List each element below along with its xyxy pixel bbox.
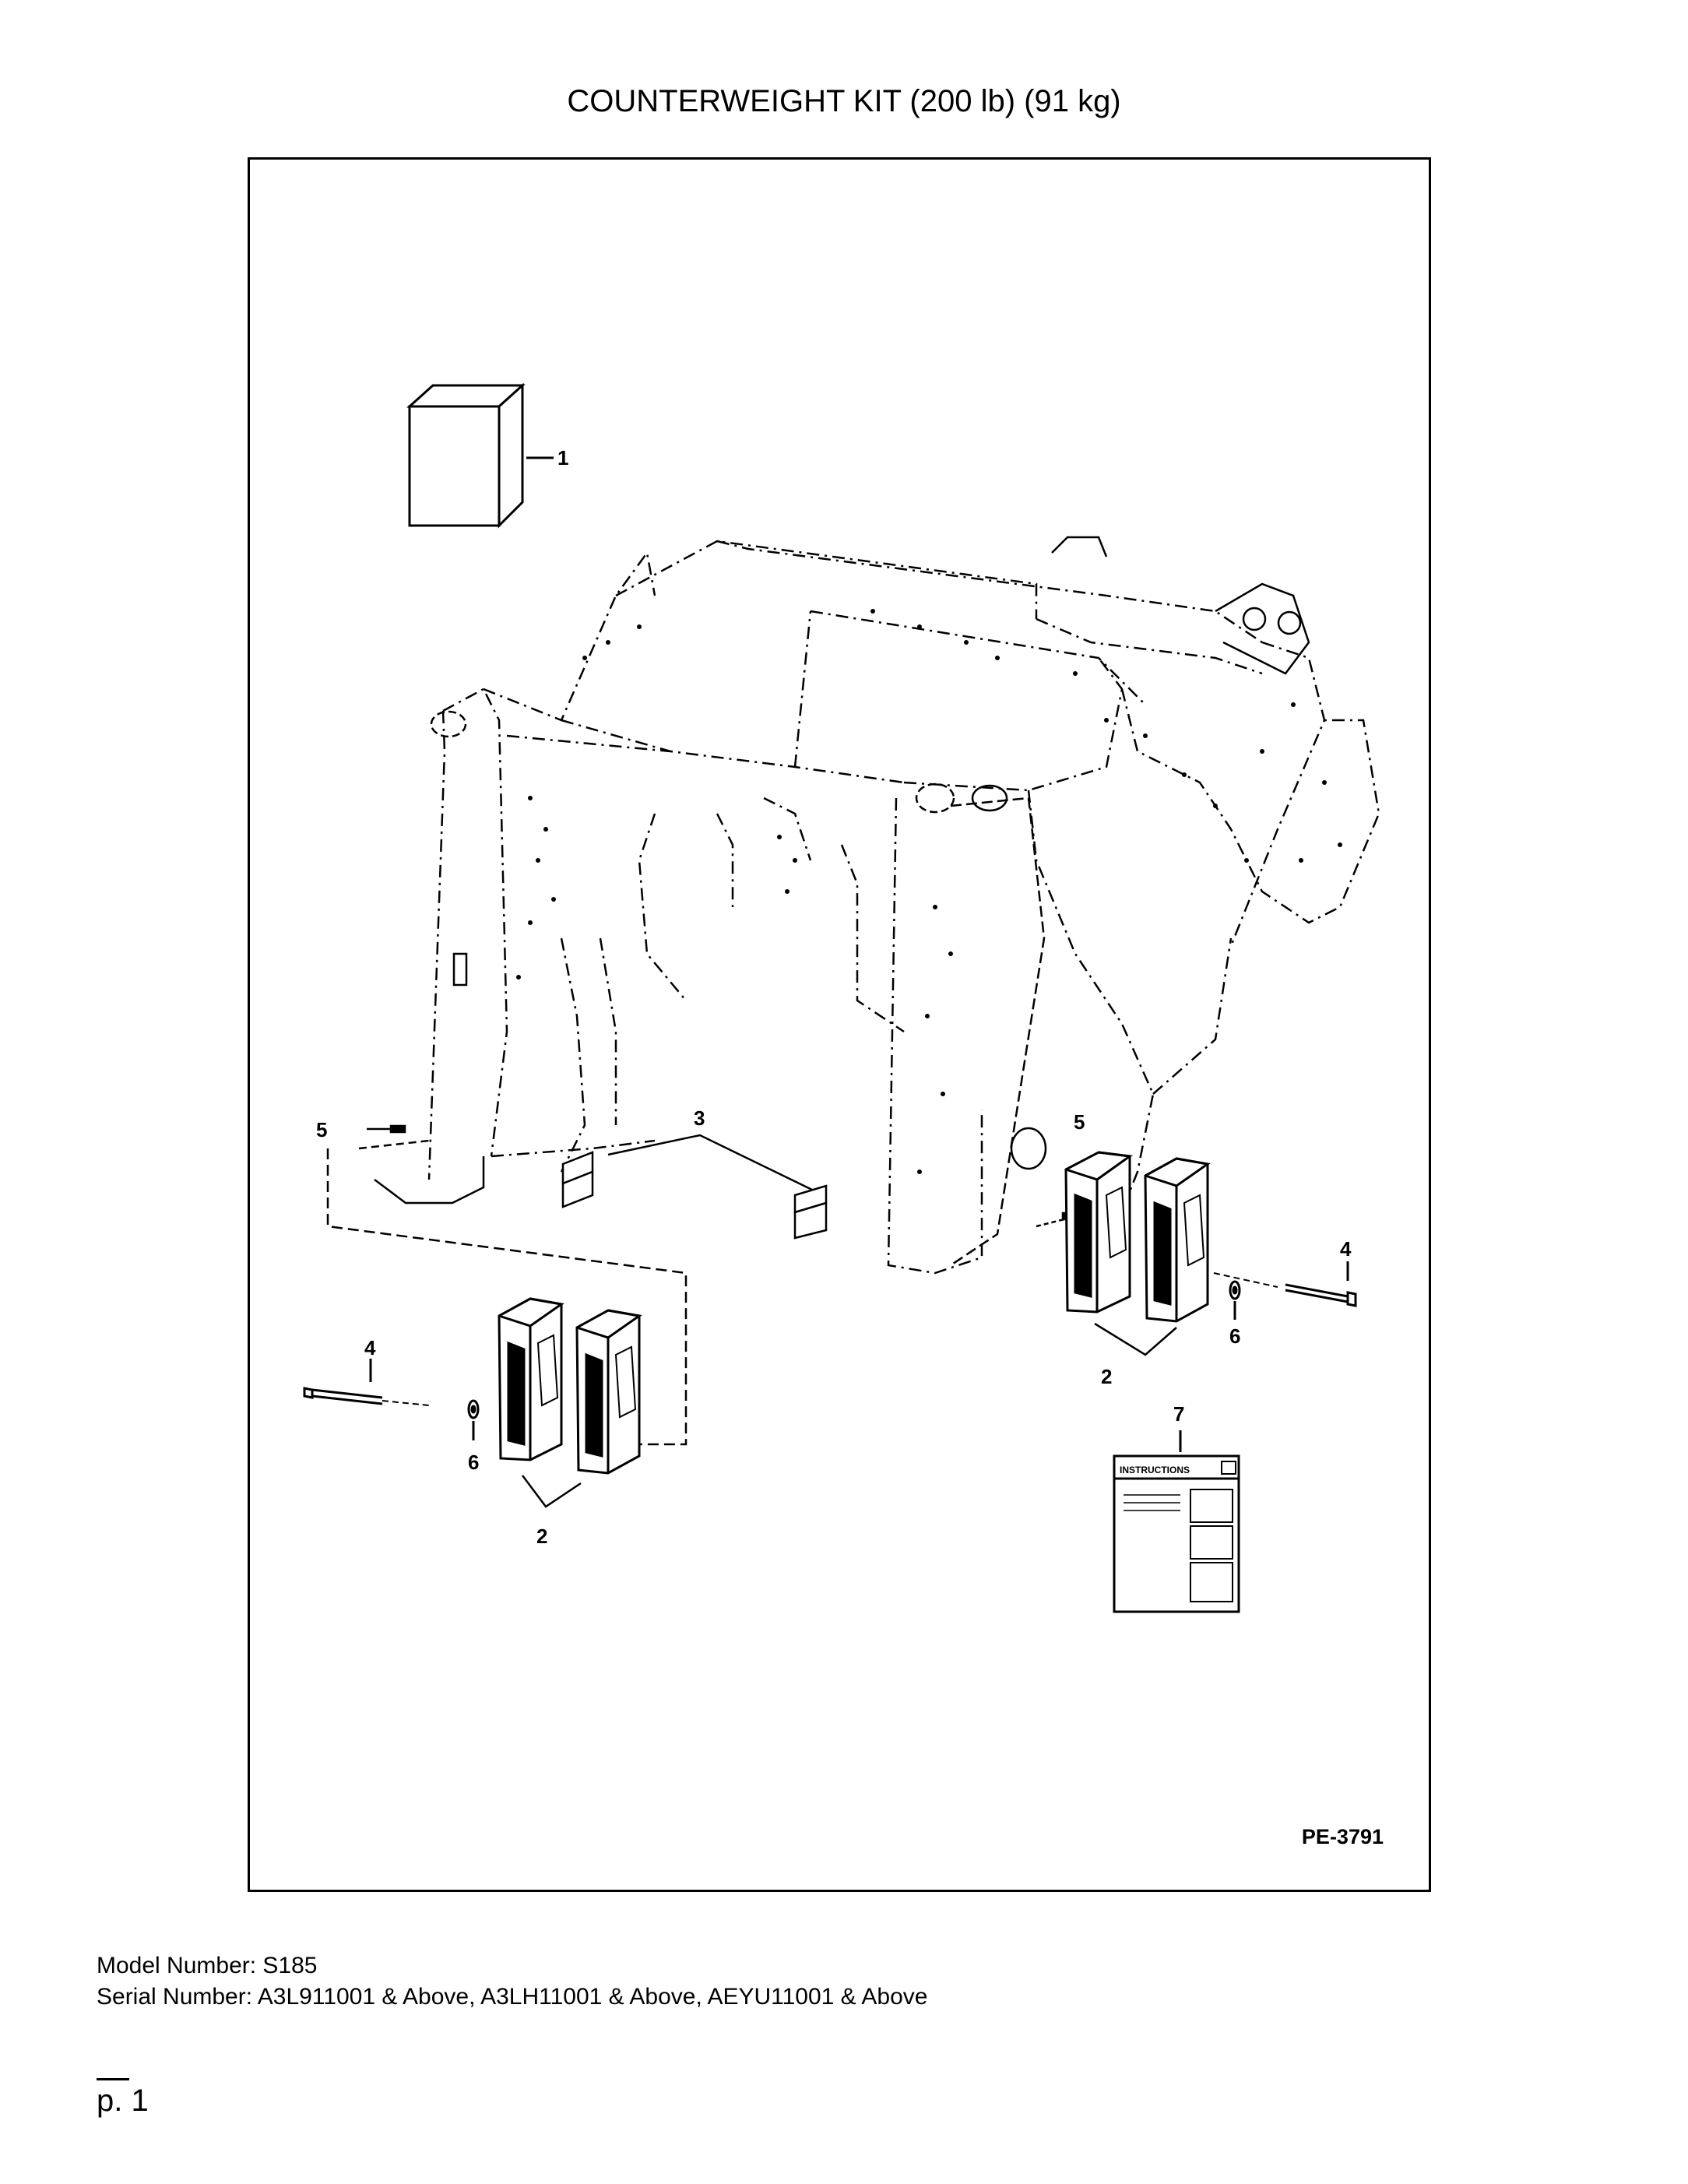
callout-7: 7: [1173, 1402, 1184, 1426]
counterweight-right-pair: [1064, 1151, 1211, 1323]
callout-4-right: 4: [1340, 1237, 1352, 1261]
callout-5-right: 5: [1074, 1110, 1085, 1134]
callout-6-left: 6: [468, 1451, 479, 1474]
left-mounting-zone: [326, 1148, 688, 1446]
page-title: COUNTERWEIGHT KIT (200 lb) (91 kg): [567, 84, 1121, 118]
parts-diagram-frame: 1 2 2 3 4 4 5 5 6 6 7 INSTRUCTIONS PE-37…: [248, 157, 1431, 1892]
manual-heading: INSTRUCTIONS: [1120, 1465, 1190, 1475]
callout-6-right: 6: [1229, 1324, 1240, 1348]
mounting-bracket-icon: [561, 1151, 828, 1240]
callout-4-left: 4: [364, 1336, 376, 1359]
counterweight-left-pair: [498, 1297, 642, 1475]
callout-2-left: 2: [536, 1525, 547, 1548]
page-divider: [97, 2078, 129, 2080]
frame-upright-posts: [430, 710, 1047, 1267]
callout-3: 3: [694, 1106, 705, 1130]
frame-mounting-holes: [516, 609, 1342, 1174]
exploded-parts-diagram: 1 2 2 3 4 4 5 5 6 6 7 INSTRUCTIONS: [303, 382, 1380, 1613]
pin-icon: [367, 1124, 1085, 1228]
rear-pivot-bracket: [1051, 536, 1310, 675]
bolt-icon: [303, 1261, 1357, 1406]
page-number: p. 1: [97, 2084, 149, 2118]
callout-1: 1: [557, 446, 568, 470]
callout-5-left: 5: [316, 1118, 327, 1141]
drawing-id: PE-3791: [1301, 1825, 1384, 1848]
callout-2-right: 2: [1101, 1365, 1112, 1388]
parts-box-icon: [406, 382, 554, 529]
washer-icon: [467, 1280, 1241, 1440]
instruction-manual-icon: [1113, 1430, 1240, 1613]
serial-number: Serial Number: A3L911001 & Above, A3LH11…: [97, 1984, 928, 2010]
model-number: Model Number: S185: [97, 1953, 318, 1978]
